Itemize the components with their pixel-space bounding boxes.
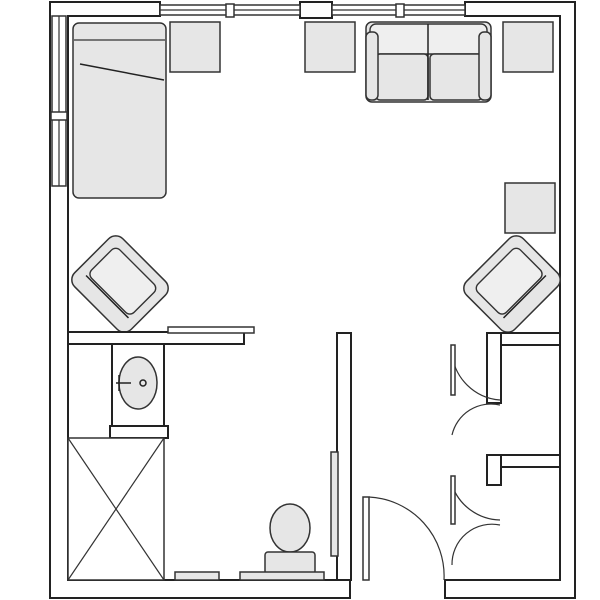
bed xyxy=(72,22,167,199)
sink xyxy=(116,356,158,410)
closet-door-upper xyxy=(450,344,501,436)
grab-bar xyxy=(174,451,339,581)
armchair-right xyxy=(463,235,561,333)
entry-door xyxy=(362,496,445,581)
side-table-middle xyxy=(504,182,556,234)
partition-horizontal xyxy=(67,326,255,345)
toilet xyxy=(264,503,316,575)
armchair-left xyxy=(71,235,169,333)
window xyxy=(159,3,466,18)
sofa xyxy=(365,21,492,103)
closet-walls xyxy=(486,332,561,486)
left-window xyxy=(50,15,68,187)
nightstand xyxy=(169,21,221,73)
side-table-top xyxy=(304,21,356,73)
partition-vertical xyxy=(336,332,352,581)
shower xyxy=(67,437,165,581)
closet-door-lower xyxy=(450,475,501,566)
side-table-right xyxy=(502,21,554,73)
